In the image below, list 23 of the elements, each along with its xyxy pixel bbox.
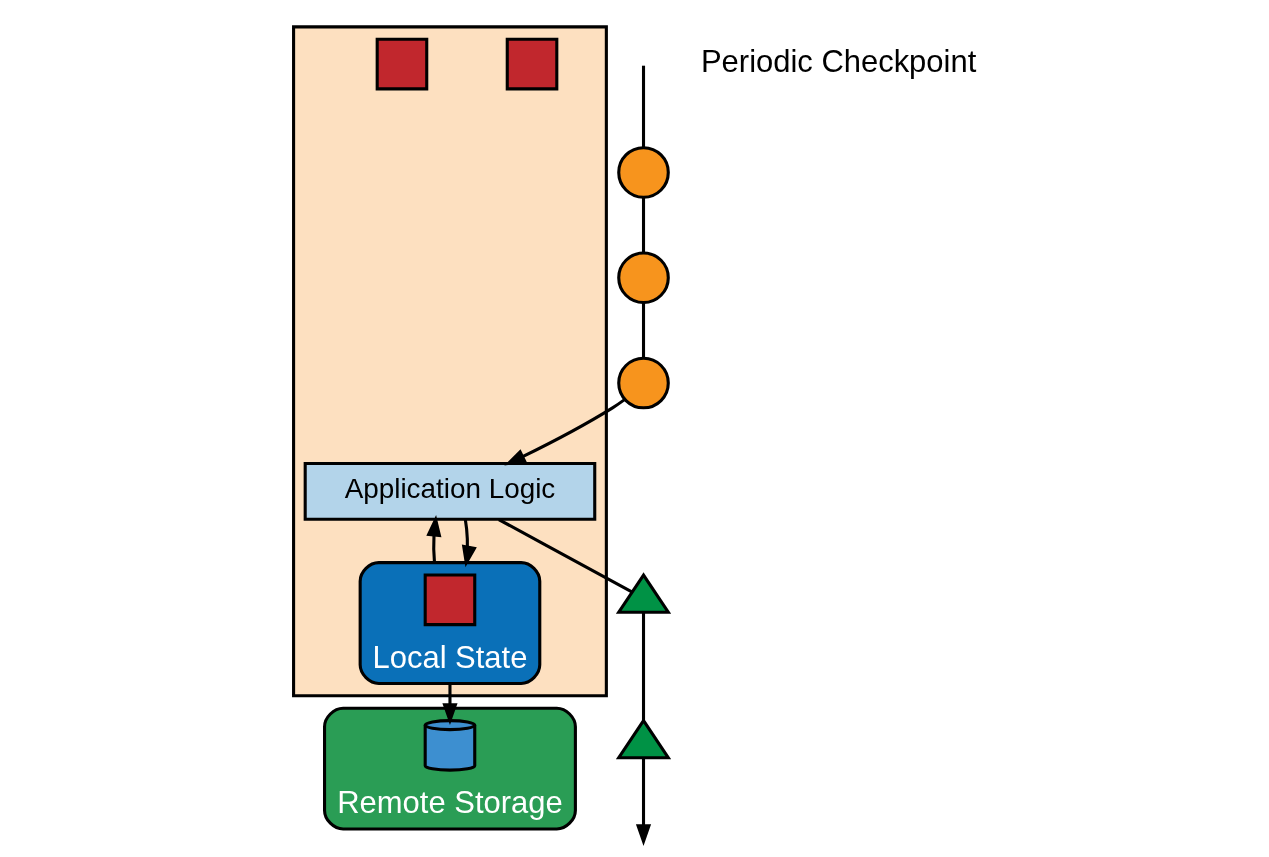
node-circle bbox=[616, 146, 670, 199]
arrow bbox=[441, 683, 458, 725]
connector bbox=[641, 612, 645, 721]
cluster: Remote Storage bbox=[322, 706, 577, 831]
connector bbox=[641, 303, 645, 358]
node-box bbox=[423, 573, 476, 627]
label: Periodic Checkpoint bbox=[700, 43, 976, 79]
cluster: Local State bbox=[358, 561, 541, 685]
connector bbox=[497, 518, 633, 594]
arrow bbox=[461, 519, 477, 568]
node-box: Application Logic bbox=[303, 462, 596, 521]
node-circle bbox=[616, 251, 670, 305]
connector bbox=[641, 197, 645, 253]
arrow bbox=[425, 514, 441, 563]
node-triangle bbox=[615, 717, 671, 760]
arrow bbox=[503, 398, 626, 466]
connector bbox=[641, 65, 645, 148]
node-box bbox=[505, 37, 558, 91]
node-circle bbox=[616, 356, 670, 410]
node-triangle bbox=[615, 572, 671, 614]
node-box bbox=[375, 37, 428, 91]
arrow bbox=[635, 758, 651, 846]
cluster bbox=[291, 25, 608, 698]
